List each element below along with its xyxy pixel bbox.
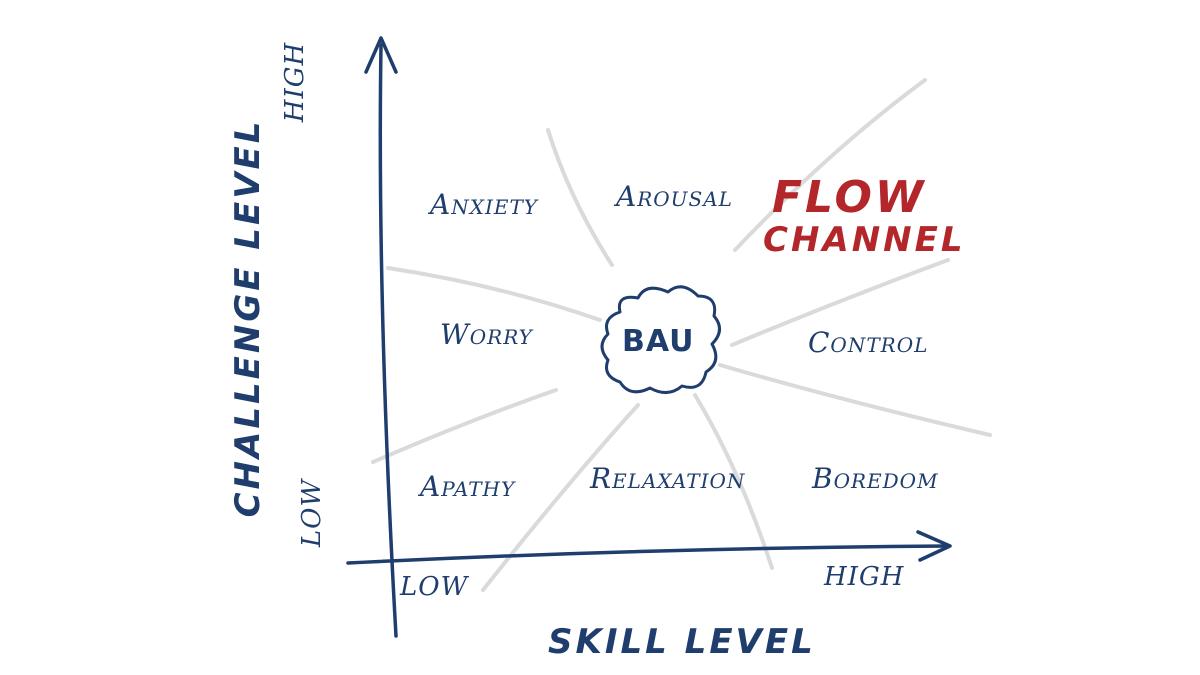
state-control: Control [808, 326, 929, 359]
y-axis-high-label: HIGH [280, 41, 310, 123]
ray-apathy [371, 388, 558, 464]
y-axis-title: CHALLENGE LEVEL [228, 118, 268, 518]
ray-low-high [693, 393, 774, 570]
x-axis-low-label: LOW [400, 572, 469, 602]
y-axis-arrowhead [364, 36, 398, 74]
state-boredom: Boredom [812, 462, 939, 495]
ray-boredom [718, 363, 992, 437]
ray-worry [386, 266, 602, 322]
x-axis-title: SKILL LEVEL [548, 622, 816, 662]
ray-relaxation [481, 403, 640, 592]
state-arousal: Arousal [616, 180, 733, 213]
state-relaxation: Relaxation [590, 462, 746, 495]
x-axis-arrowhead [916, 530, 952, 562]
x-axis-line [346, 544, 950, 565]
ray-anxiety [546, 128, 614, 267]
y-axis-low-label: LOW [297, 478, 327, 548]
ray-flow [733, 78, 927, 252]
x-axis-high-label: HIGH [824, 562, 905, 592]
ray-control [730, 258, 950, 347]
state-flow-title: FLOW [772, 172, 927, 223]
y-axis-line [378, 43, 398, 638]
rays [371, 78, 992, 592]
state-anxiety: Anxiety [430, 188, 539, 221]
state-worry: Worry [440, 318, 533, 351]
axes [346, 36, 952, 638]
state-center-bau: BAU [622, 324, 695, 359]
state-flow-channel: CHANNEL [763, 220, 966, 260]
state-apathy: Apathy [420, 470, 516, 503]
center-cloud [600, 285, 721, 394]
